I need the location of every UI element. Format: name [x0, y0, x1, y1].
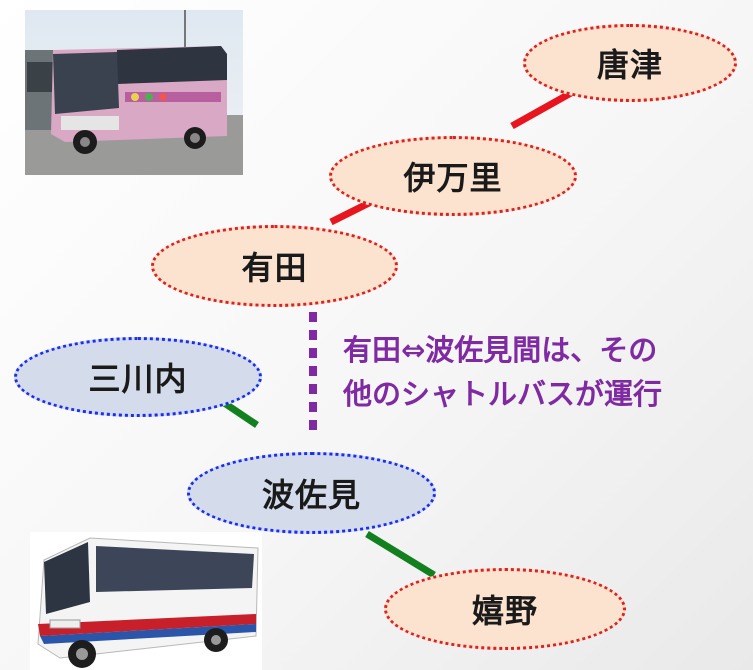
station-mikawachi: 三川内	[14, 337, 262, 417]
coach-bus-photo	[30, 532, 262, 670]
station-hasami-label: 波佐見	[261, 476, 361, 514]
station-arita: 有田	[151, 225, 398, 307]
link-karatsu-imari	[510, 89, 573, 130]
station-karatsu-label: 唐津	[596, 46, 663, 84]
shuttle-note-line1: 有田⇔波佐見間は、その	[343, 333, 658, 367]
shuttle-note: 有田⇔波佐見間は、その 他のシャトルバスが運行	[343, 328, 753, 416]
station-mikawachi-label: 三川内	[88, 360, 188, 398]
station-karatsu: 唐津	[523, 24, 737, 102]
station-imari: 伊万里	[329, 136, 577, 216]
link-hasami-ureshino	[365, 531, 436, 578]
pink-bus-photo	[25, 10, 243, 175]
station-imari-label: 伊万里	[403, 159, 503, 197]
station-ureshino-label: 嬉野	[471, 592, 538, 630]
station-hasami: 波佐見	[187, 452, 436, 534]
station-ureshino: 嬉野	[384, 568, 626, 650]
station-arita-label: 有田	[241, 249, 308, 287]
shuttle-note-line2: 他のシャトルバスが運行	[343, 377, 663, 411]
